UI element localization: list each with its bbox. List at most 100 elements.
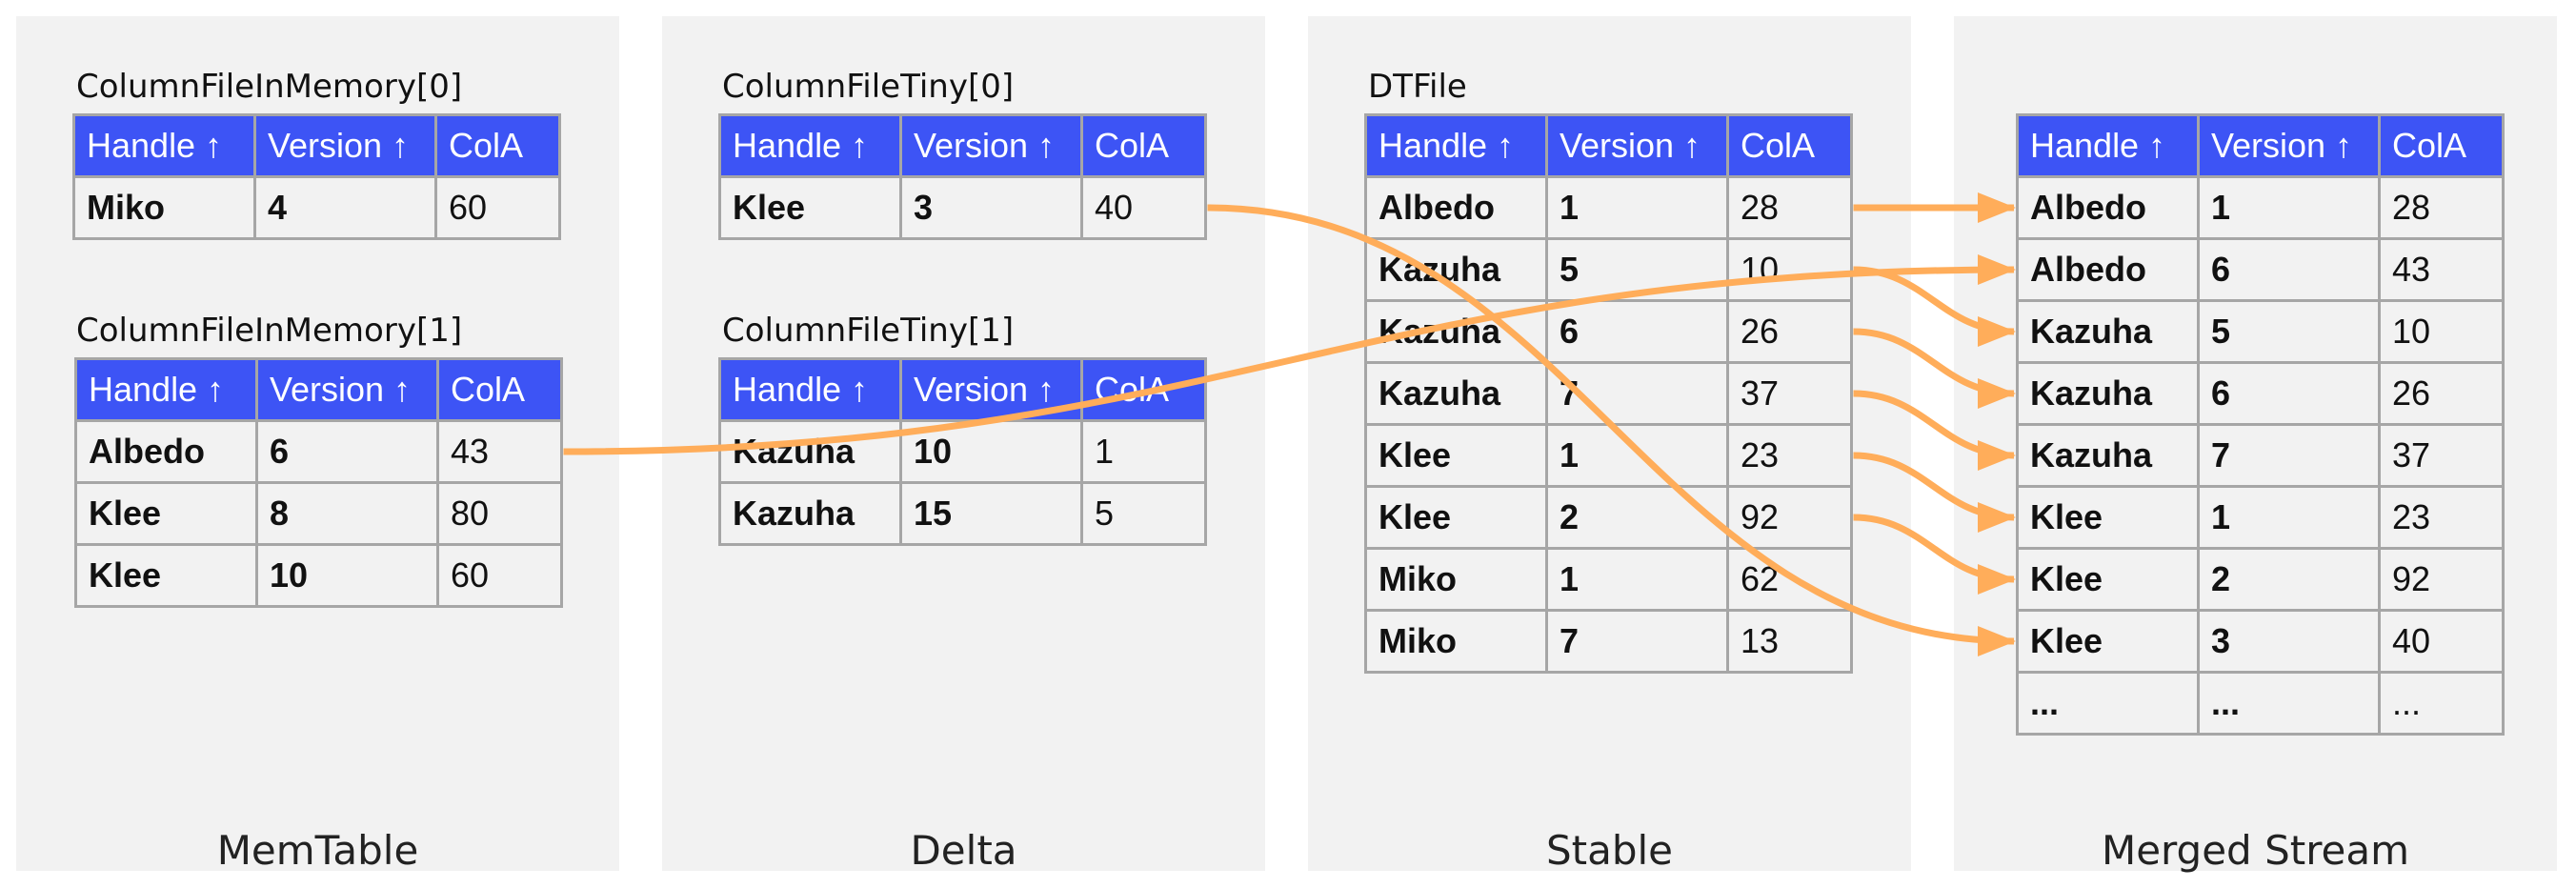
header-handle: Handle ↑ bbox=[2016, 113, 2200, 178]
cell-handle: Klee bbox=[1364, 423, 1548, 488]
table-row: ......... bbox=[2016, 671, 2505, 736]
panel-label-stable: Stable bbox=[1545, 827, 1674, 874]
cell-cola: 23 bbox=[1726, 423, 1853, 488]
cell-version: ... bbox=[2197, 671, 2381, 736]
header-cola: ColA bbox=[2378, 113, 2505, 178]
cell-version: 5 bbox=[2197, 299, 2381, 364]
cell-cola: 26 bbox=[1726, 299, 1853, 364]
cell-handle: ... bbox=[2016, 671, 2200, 736]
cell-version: 2 bbox=[1545, 485, 1729, 550]
caption-tiny0: ColumnFileTiny[0] bbox=[722, 68, 1015, 106]
cell-cola: 92 bbox=[1726, 485, 1853, 550]
cell-cola: 23 bbox=[2378, 485, 2505, 550]
cell-cola: 28 bbox=[1726, 175, 1853, 240]
header-handle: Handle ↑ bbox=[718, 113, 902, 178]
cell-version: 2 bbox=[2197, 547, 2381, 612]
cell-cola: 37 bbox=[1726, 361, 1853, 426]
cell-handle: Albedo bbox=[1364, 175, 1548, 240]
cell-version: 10 bbox=[899, 419, 1083, 484]
cell-version: 6 bbox=[2197, 361, 2381, 426]
header-version: Version ↑ bbox=[2197, 113, 2381, 178]
header-version: Version ↑ bbox=[1545, 113, 1729, 178]
cell-version: 4 bbox=[253, 175, 437, 240]
cell-handle: Kazuha bbox=[1364, 299, 1548, 364]
cell-version: 8 bbox=[255, 481, 439, 546]
header-cola: ColA bbox=[1080, 357, 1207, 422]
cell-handle: Miko bbox=[72, 175, 256, 240]
header-handle: Handle ↑ bbox=[72, 113, 256, 178]
table-header-row: Handle ↑Version ↑ColA bbox=[718, 113, 1207, 178]
cell-cola: 80 bbox=[436, 481, 563, 546]
cell-handle: Kazuha bbox=[718, 419, 902, 484]
cell-handle: Kazuha bbox=[2016, 299, 2200, 364]
header-version: Version ↑ bbox=[899, 357, 1083, 422]
cell-handle: Klee bbox=[2016, 547, 2200, 612]
header-cola: ColA bbox=[434, 113, 561, 178]
cell-version: 6 bbox=[1545, 299, 1729, 364]
cell-cola: 5 bbox=[1080, 481, 1207, 546]
cell-version: 10 bbox=[255, 543, 439, 608]
cell-handle: Klee bbox=[718, 175, 902, 240]
cell-cola: 43 bbox=[2378, 237, 2505, 302]
cell-handle: Albedo bbox=[2016, 237, 2200, 302]
header-cola: ColA bbox=[436, 357, 563, 422]
cell-handle: Klee bbox=[74, 543, 258, 608]
cell-handle: Klee bbox=[2016, 485, 2200, 550]
table-header-row: Handle ↑Version ↑ColA bbox=[2016, 113, 2505, 178]
cell-version: 6 bbox=[2197, 237, 2381, 302]
cell-cola: 40 bbox=[2378, 609, 2505, 674]
cell-version: 1 bbox=[1545, 547, 1729, 612]
cell-version: 15 bbox=[899, 481, 1083, 546]
header-handle: Handle ↑ bbox=[718, 357, 902, 422]
cell-handle: Miko bbox=[1364, 547, 1548, 612]
cell-version: 1 bbox=[2197, 485, 2381, 550]
header-version: Version ↑ bbox=[253, 113, 437, 178]
cell-cola: 92 bbox=[2378, 547, 2505, 612]
cell-version: 7 bbox=[1545, 361, 1729, 426]
cell-version: 6 bbox=[255, 419, 439, 484]
header-handle: Handle ↑ bbox=[74, 357, 258, 422]
cell-cola: 43 bbox=[436, 419, 563, 484]
caption-tiny1: ColumnFileTiny[1] bbox=[722, 312, 1015, 350]
cell-handle: Kazuha bbox=[2016, 361, 2200, 426]
caption-dtfile: DTFile bbox=[1368, 68, 1467, 106]
cell-cola: 13 bbox=[1726, 609, 1853, 674]
cell-cola: ... bbox=[2378, 671, 2505, 736]
cell-handle: Klee bbox=[1364, 485, 1548, 550]
cell-cola: 60 bbox=[436, 543, 563, 608]
caption-mem1: ColumnFileInMemory[1] bbox=[76, 312, 463, 350]
cell-handle: Klee bbox=[74, 481, 258, 546]
header-cola: ColA bbox=[1726, 113, 1853, 178]
cell-handle: Albedo bbox=[74, 419, 258, 484]
table-header-row: Handle ↑Version ↑ColA bbox=[1364, 113, 1853, 178]
cell-handle: Kazuha bbox=[1364, 361, 1548, 426]
cell-version: 1 bbox=[2197, 175, 2381, 240]
cell-cola: 1 bbox=[1080, 419, 1207, 484]
cell-version: 5 bbox=[1545, 237, 1729, 302]
